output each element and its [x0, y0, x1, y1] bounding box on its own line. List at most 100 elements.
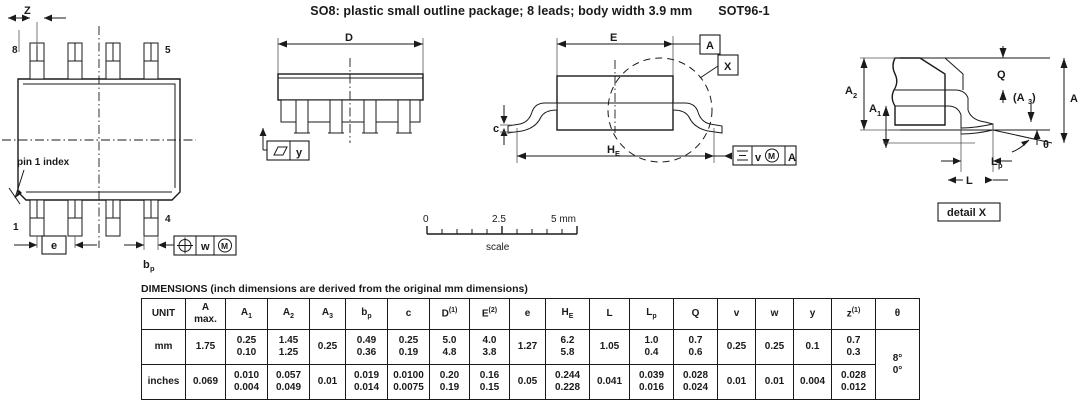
- bp-arrow-right: [158, 241, 166, 249]
- table-cell-A3: 0.01: [309, 364, 346, 400]
- a-overall-label: A: [1070, 93, 1078, 105]
- table-header-y: y: [793, 298, 832, 330]
- lp-label-main: L: [991, 156, 998, 168]
- bp-arrow-left: [136, 241, 144, 249]
- side-lead-1: [295, 99, 309, 134]
- scale-bar-group: 0 2.5 5 mm scale: [423, 214, 578, 253]
- e-arrow-left: [29, 241, 37, 249]
- dimension-bp: b p: [124, 236, 176, 273]
- table-header-Q: Q: [673, 298, 718, 330]
- bottom-lead-group: [29, 199, 159, 237]
- pin-5-label: 5: [165, 45, 171, 56]
- dimension-c: c: [493, 105, 514, 145]
- table-header-A3: A3: [309, 298, 346, 330]
- side-view-group: D: [259, 32, 424, 161]
- a3-label-sub: 3: [1028, 97, 1032, 106]
- theta-label: θ: [1043, 139, 1049, 151]
- he-arrow-right: [705, 152, 714, 160]
- dimension-e-pitch: e: [14, 235, 97, 255]
- scale-label-0: 0: [423, 214, 429, 225]
- symmetry-arrow: [724, 152, 732, 160]
- detail-lead-upper: [895, 89, 969, 110]
- pin-1-index-tick: [8, 187, 21, 205]
- detail-x-letter: X: [724, 61, 732, 73]
- table-header-D: D(1): [429, 298, 470, 330]
- e-body-label: E: [610, 32, 617, 44]
- flatness-icon: [273, 146, 288, 156]
- table-header-A2: A2: [267, 298, 310, 330]
- detail-body-wall: [891, 57, 946, 126]
- detail-lead-bend: [967, 109, 994, 125]
- e-arrow-right: [75, 241, 83, 249]
- scale-caption: scale: [486, 242, 510, 253]
- table-cell-L: 1.05: [589, 329, 630, 365]
- seating-gap-arrow: [1033, 130, 1041, 139]
- symmetry-value-v: v: [755, 152, 762, 164]
- lp-label-sub: p: [998, 161, 1003, 170]
- dimension-a2: A 2: [845, 57, 900, 131]
- page-title: SO8: plastic small outline package; 8 le…: [0, 4, 1080, 18]
- side-lead-band: [280, 99, 421, 123]
- l-arrow-right: [985, 176, 993, 184]
- front-lead-left: [507, 102, 558, 134]
- theta-arrow: [1021, 140, 1029, 146]
- front-lead-right: [672, 102, 723, 134]
- detail-x-caption: detail X: [947, 207, 987, 219]
- pin-1-index-arrow: [15, 190, 22, 198]
- table-header-w: w: [755, 298, 794, 330]
- side-lead-4: [397, 99, 411, 134]
- tolerance-value-w: w: [200, 241, 210, 253]
- c-arrow-up: [500, 116, 508, 124]
- e-body-arrow-right: [664, 40, 673, 48]
- a1-arrow-bottom: [882, 139, 890, 148]
- detail-x-group: A 2 A 1 Q: [845, 46, 1078, 222]
- table-cell-v: 0.25: [717, 329, 756, 365]
- detail-lead-foot: [960, 123, 994, 135]
- symmetry-mmc-letter: M: [768, 151, 775, 161]
- table-cell-y: 0.1: [793, 329, 832, 365]
- dimension-l: L: [948, 175, 1008, 187]
- symmetry-datum-a: A: [788, 152, 796, 164]
- dimension-a3: (A 3 ): [1013, 92, 1036, 122]
- lp-arrow-left: [953, 157, 961, 165]
- a1-label-main: A: [869, 103, 877, 115]
- table-header-e: e: [509, 298, 546, 330]
- a2-arrow-top: [860, 58, 868, 68]
- detail-x-leader: [699, 65, 719, 79]
- detail-x-circle: [607, 57, 713, 163]
- bp-label-sub: p: [150, 264, 155, 273]
- dimension-d: D: [277, 32, 424, 74]
- a-overall-arrow-bottom: [1060, 133, 1068, 143]
- dimension-seating-gap: [1033, 130, 1041, 145]
- z-arrow-right: [44, 14, 52, 22]
- dimension-z: Z: [8, 5, 66, 46]
- c-label: c: [493, 123, 499, 135]
- table-cell-A: 0.069: [185, 364, 226, 400]
- top-view-group: Z 8 5 1 4 pin 1 index e: [2, 5, 237, 273]
- table-header-L: L: [589, 298, 630, 330]
- symmetry-icon: [737, 150, 748, 161]
- body-inner-rim: [23, 83, 176, 188]
- q-arrow-lower: [999, 90, 1007, 100]
- d-arrow-left: [278, 40, 287, 48]
- table-cell-theta: 8°0°: [875, 329, 920, 400]
- he-arrow-left: [517, 152, 526, 160]
- a3-arrow: [1027, 112, 1035, 122]
